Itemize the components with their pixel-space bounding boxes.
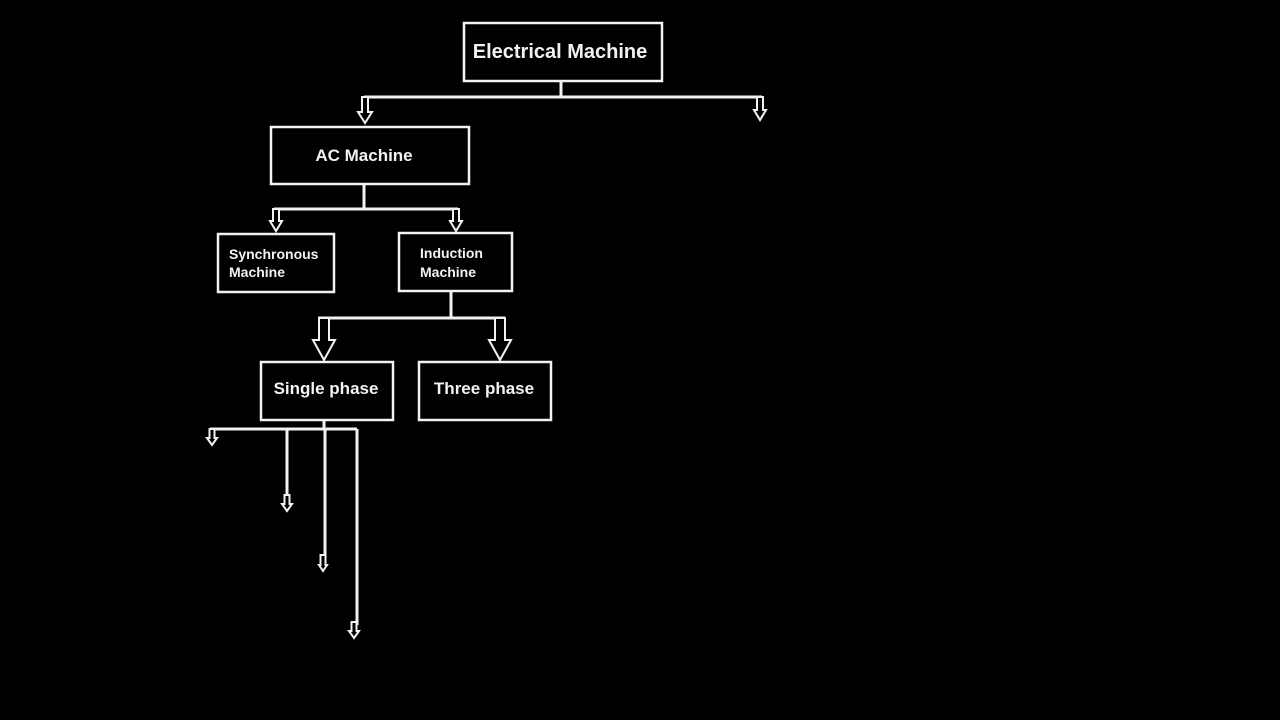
node-box — [462, 21, 664, 83]
node-label-line1: Induction — [420, 245, 483, 261]
node-ac-machine: AC Machine — [269, 125, 471, 186]
connector-root — [364, 81, 762, 99]
node-box — [397, 231, 514, 293]
node-box — [259, 360, 395, 422]
arrow-to-three-phase-icon — [487, 317, 513, 363]
node-box — [216, 232, 336, 294]
arrow-to-induction-machine-icon — [448, 208, 464, 233]
arrow-single-branch-3-icon — [317, 554, 329, 573]
node-label: Three phase — [434, 379, 534, 398]
node-synchronous-machine: Synchronous Machine — [216, 232, 336, 294]
node-label: Single phase — [274, 379, 379, 398]
node-induction-machine: Induction Machine — [397, 231, 514, 293]
node-label: Electrical Machine — [473, 41, 648, 63]
node-label: AC Machine — [315, 146, 412, 165]
node-label-line2: Machine — [229, 264, 285, 280]
arrow-single-branch-1-icon — [205, 428, 219, 447]
node-label-line1: Synchronous — [229, 246, 319, 262]
connector-single-phase — [210, 420, 359, 625]
node-box — [417, 360, 553, 422]
arrow-to-ac-machine-icon — [356, 96, 374, 125]
arrows — [205, 96, 768, 640]
node-label-line2: Machine — [420, 264, 476, 280]
connector-induction — [318, 291, 505, 320]
connector-ac — [274, 184, 458, 211]
arrow-single-branch-4-icon — [347, 621, 361, 640]
node-box — [269, 125, 471, 186]
arrow-to-single-phase-icon — [311, 317, 337, 363]
node-electrical-machine: Electrical Machine — [462, 21, 664, 83]
node-single-phase: Single phase — [259, 360, 395, 422]
arrow-single-branch-2-icon — [280, 494, 294, 513]
arrow-to-unlabeled-branch-icon — [752, 96, 768, 122]
arrow-to-synchronous-machine-icon — [268, 208, 284, 233]
node-three-phase: Three phase — [417, 360, 553, 422]
